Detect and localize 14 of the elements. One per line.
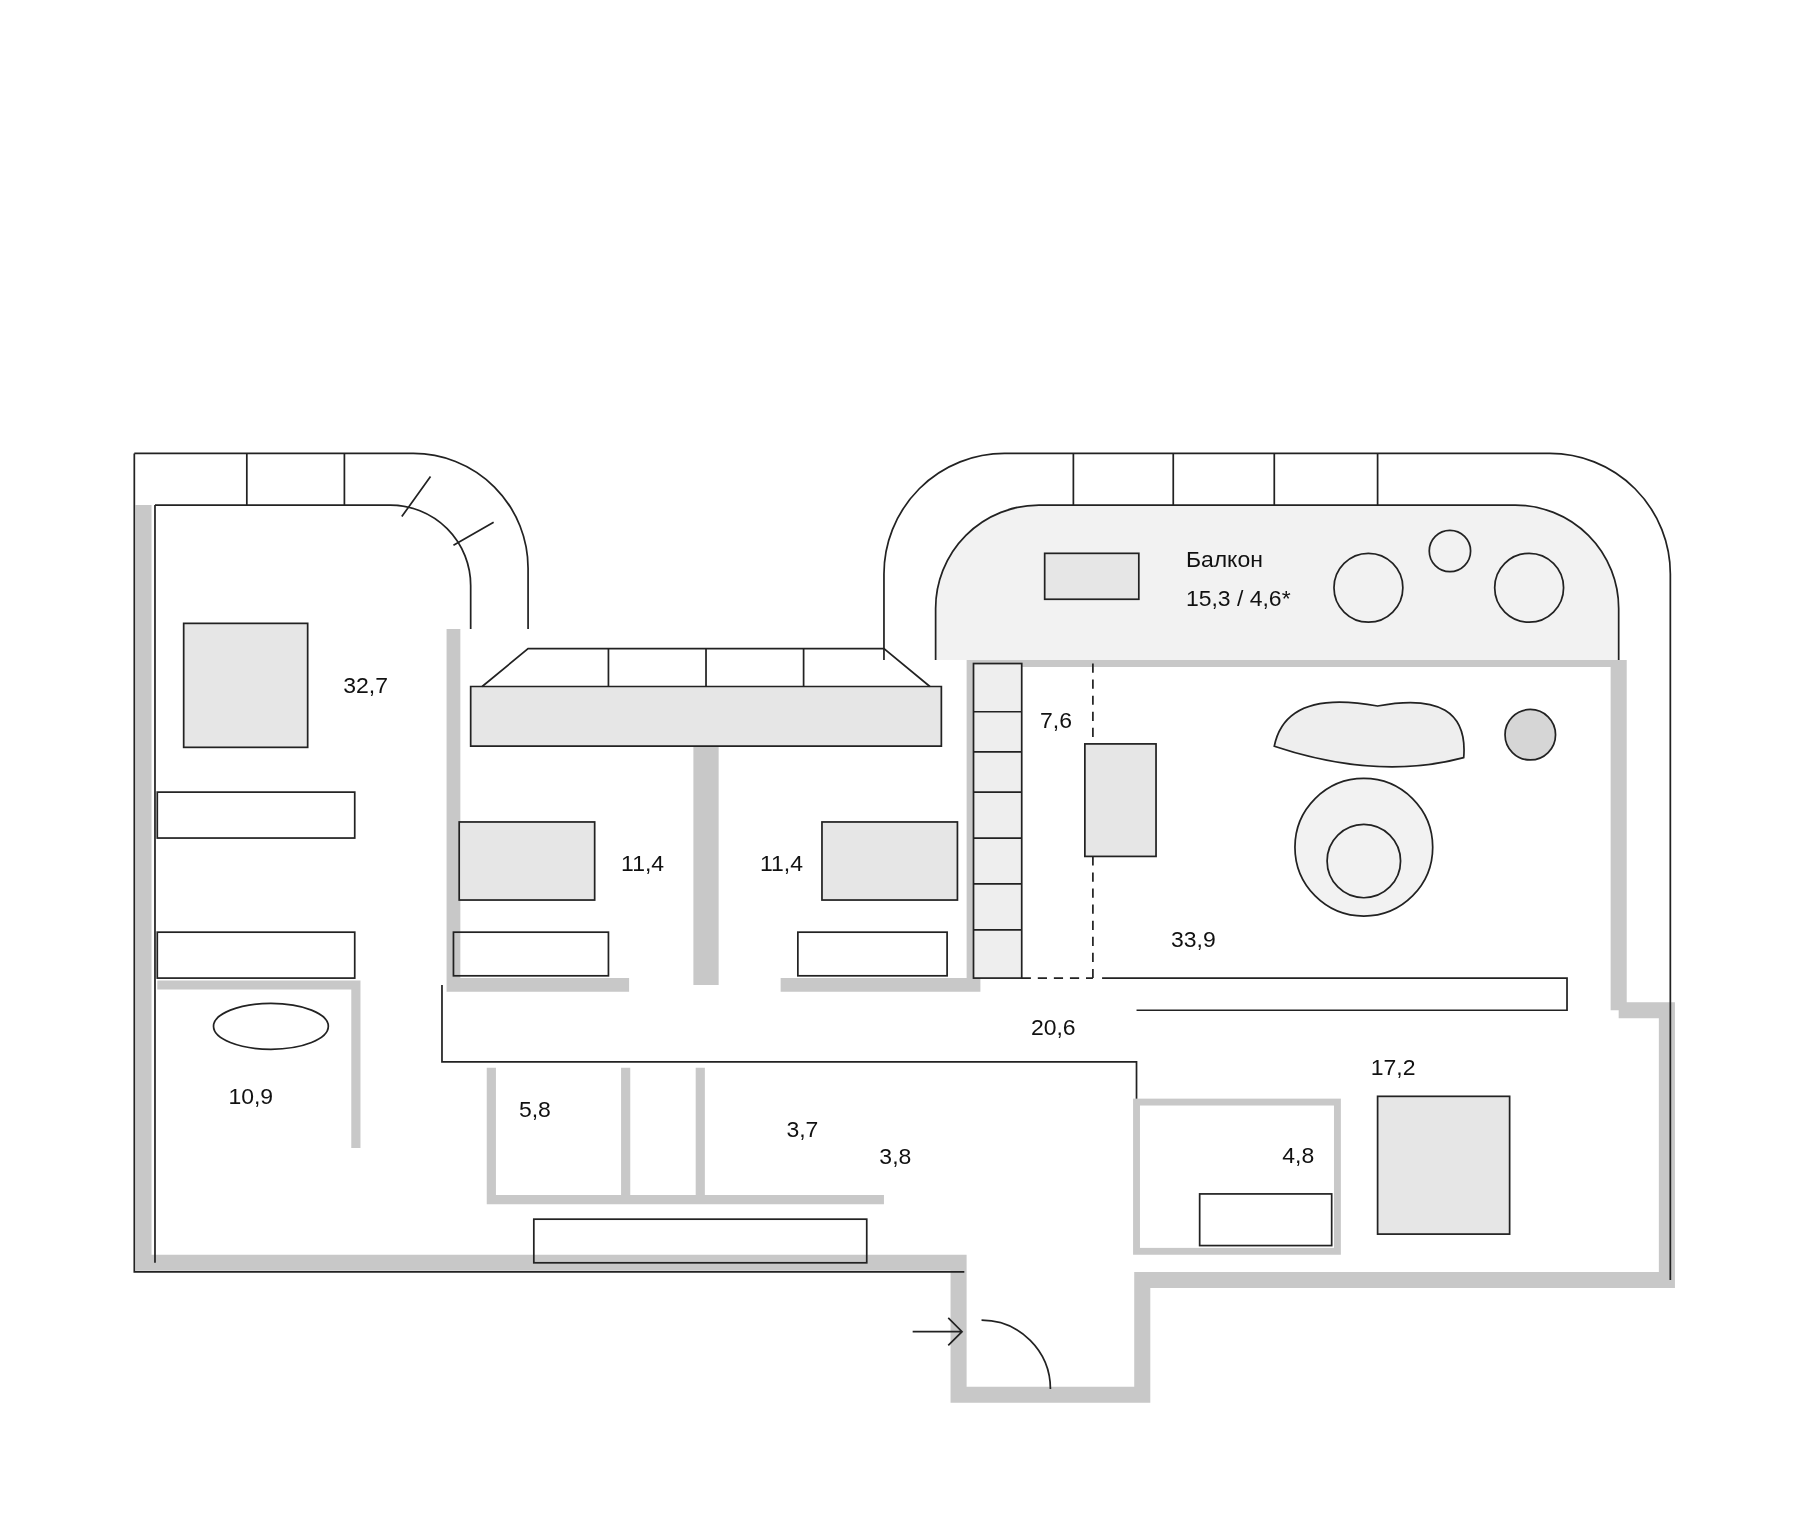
area-label: 15,3 / 4,6* bbox=[1185, 586, 1291, 610]
area-label: 32,7 bbox=[343, 673, 388, 697]
area-label: 5,8 bbox=[518, 1097, 551, 1121]
area-label: 7,6 bbox=[1040, 708, 1072, 732]
room-name: Балкон bbox=[1185, 547, 1263, 571]
area-label: 11,4 bbox=[621, 851, 665, 875]
area-label: 20,6 bbox=[1030, 1016, 1076, 1039]
area-label: 4,8 bbox=[1282, 1143, 1315, 1167]
area-label: 11,4 bbox=[760, 851, 803, 875]
area-label: 33,9 bbox=[1170, 927, 1216, 951]
area-label: 3,7 bbox=[786, 1117, 819, 1140]
area-label: 17,2 bbox=[1370, 1055, 1416, 1078]
area-label: 3,8 bbox=[879, 1144, 912, 1168]
area-label: 10,9 bbox=[228, 1084, 274, 1108]
